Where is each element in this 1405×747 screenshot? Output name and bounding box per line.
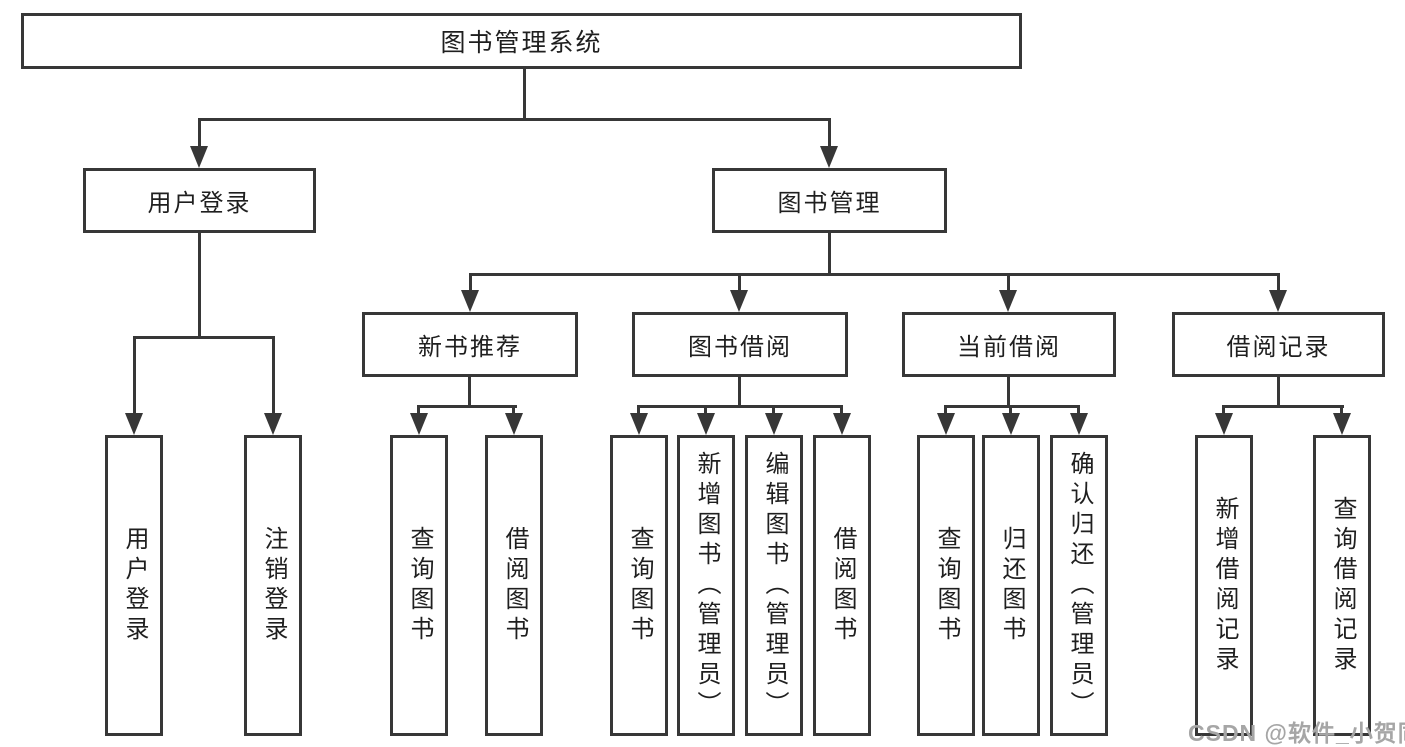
connector-line <box>468 377 471 408</box>
arrow-down-icon <box>1002 413 1020 435</box>
connector-line <box>840 405 843 415</box>
arrow-down-icon <box>505 413 523 435</box>
connector-line <box>523 69 526 118</box>
connector-line <box>738 273 741 290</box>
leaf-edit-books-admin: 编辑图书（管理员） <box>745 435 803 736</box>
connector-line <box>198 233 201 339</box>
connector-line <box>512 405 515 415</box>
leaf-label: 查询图书 <box>406 525 433 646</box>
arrow-down-icon <box>1333 413 1351 435</box>
leaf-query-books-borrow: 查询图书 <box>610 435 668 736</box>
connector-line <box>469 273 1280 276</box>
connector-line <box>828 118 831 146</box>
arrow-down-icon <box>999 290 1017 312</box>
arrow-down-icon <box>765 413 783 435</box>
connector-line <box>1340 405 1343 415</box>
leaf-label: 用户登录 <box>121 525 148 646</box>
connector-line <box>828 233 831 276</box>
leaf-label: 借阅图书 <box>501 525 528 646</box>
csdn-watermark: CSDN @软件_小贺同学 <box>1188 720 1405 746</box>
leaf-confirm-return-admin: 确认归还（管理员） <box>1050 435 1108 736</box>
leaf-label: 借阅图书 <box>829 525 856 646</box>
leaf-return-books: 归还图书 <box>982 435 1040 736</box>
arrow-down-icon <box>190 146 208 168</box>
leaf-logout: 注销登录 <box>244 435 302 736</box>
node-user-login: 用户登录 <box>83 168 316 233</box>
leaf-label: 查询借阅记录 <box>1329 495 1356 676</box>
connector-line <box>1222 405 1225 415</box>
leaf-query-books-current: 查询图书 <box>917 435 975 736</box>
arrow-down-icon <box>1215 413 1233 435</box>
leaf-label: 归还图书 <box>998 525 1025 646</box>
connector-line <box>198 118 831 121</box>
leaf-borrow-books-recommend: 借阅图书 <box>485 435 543 736</box>
connector-line <box>772 405 775 415</box>
connector-line <box>469 273 472 290</box>
node-new-book-recommend: 新书推荐 <box>362 312 578 377</box>
arrow-down-icon <box>820 146 838 168</box>
node-borrow-records: 借阅记录 <box>1172 312 1385 377</box>
connector-line <box>1277 377 1280 408</box>
connector-line <box>1009 405 1012 415</box>
arrow-down-icon <box>1269 290 1287 312</box>
arrow-down-icon <box>264 413 282 435</box>
connector-line <box>417 405 517 408</box>
connector-line <box>944 405 1080 408</box>
arrow-down-icon <box>937 413 955 435</box>
leaf-add-books-admin: 新增图书（管理员） <box>677 435 735 736</box>
leaf-label: 编辑图书（管理员） <box>761 450 788 721</box>
leaf-label: 新增借阅记录 <box>1211 495 1238 676</box>
arrow-down-icon <box>1070 413 1088 435</box>
connector-line <box>1007 377 1010 408</box>
leaf-label: 确认归还（管理员） <box>1066 450 1093 721</box>
connector-line <box>637 405 640 415</box>
arrow-down-icon <box>410 413 428 435</box>
arrow-down-icon <box>697 413 715 435</box>
leaf-add-borrow-record: 新增借阅记录 <box>1195 435 1253 736</box>
node-library-management-system: 图书管理系统 <box>21 13 1022 69</box>
connector-line <box>1077 405 1080 415</box>
connector-line <box>637 405 843 408</box>
arrow-down-icon <box>125 413 143 435</box>
node-current-borrow: 当前借阅 <box>902 312 1116 377</box>
node-book-management: 图书管理 <box>712 168 947 233</box>
leaf-label: 新增图书（管理员） <box>693 450 720 721</box>
connector-line <box>704 405 707 415</box>
connector-line <box>738 377 741 408</box>
connector-line <box>1007 273 1010 290</box>
connector-line <box>272 336 275 413</box>
connector-line <box>417 405 420 415</box>
leaf-label: 查询图书 <box>933 525 960 646</box>
arrow-down-icon <box>461 290 479 312</box>
connector-line <box>198 118 201 146</box>
node-book-borrow: 图书借阅 <box>632 312 848 377</box>
arrow-down-icon <box>833 413 851 435</box>
leaf-borrow-books: 借阅图书 <box>813 435 871 736</box>
leaf-label: 注销登录 <box>260 525 287 646</box>
arrow-down-icon <box>730 290 748 312</box>
arrow-down-icon <box>630 413 648 435</box>
leaf-query-borrow-record: 查询借阅记录 <box>1313 435 1371 736</box>
connector-line <box>1277 273 1280 290</box>
connector-line <box>133 336 136 413</box>
connector-line <box>944 405 947 415</box>
leaf-user-login: 用户登录 <box>105 435 163 736</box>
connector-line <box>133 336 275 339</box>
connector-line <box>1222 405 1344 408</box>
leaf-label: 查询图书 <box>626 525 653 646</box>
leaf-query-books-recommend: 查询图书 <box>390 435 448 736</box>
